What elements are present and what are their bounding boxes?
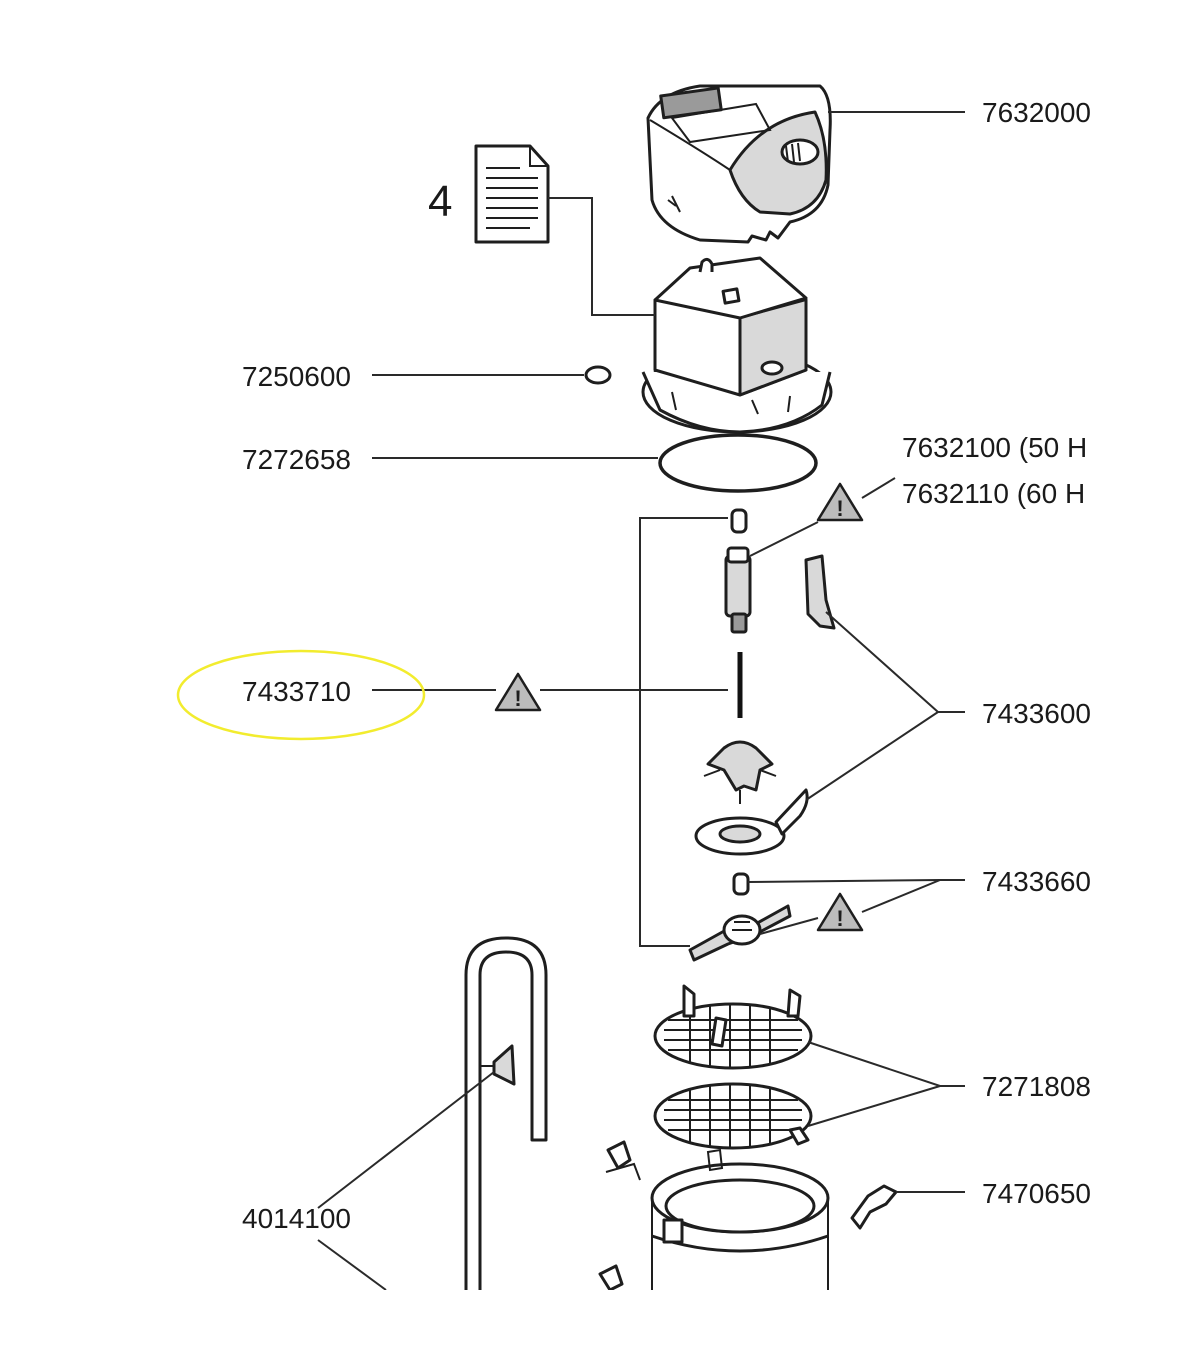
highlight-ellipse xyxy=(176,649,426,741)
part-number-label: 7433710 xyxy=(242,676,351,707)
document-icon xyxy=(474,144,550,244)
part-number-label: 4014100 xyxy=(242,1203,351,1234)
lower-filter-plate-part xyxy=(653,1082,813,1150)
top-cover-part xyxy=(646,84,832,244)
part-number-label: 7433600 xyxy=(982,698,1091,729)
leader-lines xyxy=(317,111,965,1291)
part-number-label: 7433660 xyxy=(982,866,1091,897)
svg-text:!: ! xyxy=(514,686,521,711)
part-number-label: 7632110 (60 H xyxy=(902,478,1085,509)
canister-part xyxy=(650,1148,830,1290)
u-tube-part xyxy=(464,936,548,1290)
svg-text:!: ! xyxy=(836,906,843,931)
manual-number-label: 4 xyxy=(428,177,452,226)
part-number-label: 7632000 xyxy=(982,97,1091,128)
part-number-label: 7632100 (50 H xyxy=(902,432,1087,463)
impeller-part xyxy=(703,740,777,804)
motor-head-part xyxy=(641,256,833,434)
shaft-bearing-top-part xyxy=(730,508,748,534)
upper-filter-plate-part xyxy=(653,984,813,1070)
rotor-part xyxy=(724,546,752,634)
warning-triangle-icon: ! xyxy=(494,672,542,712)
part-number-label: 7271808 xyxy=(982,1071,1091,1102)
impeller-cover-part xyxy=(694,788,809,856)
lower-bearing-part xyxy=(732,872,750,896)
clip-left-lower-part xyxy=(598,1264,624,1292)
clip-left-upper-part xyxy=(605,1140,641,1181)
wedge-part xyxy=(804,554,836,630)
part-number-label: 7272658 xyxy=(242,444,351,475)
warning-triangle-icon: ! xyxy=(816,892,864,932)
part-number-label: 7470650 xyxy=(982,1178,1091,1209)
svg-text:!: ! xyxy=(836,496,843,521)
clip-right-part xyxy=(850,1184,898,1230)
warning-triangle-icon: ! xyxy=(816,482,864,522)
propeller-part xyxy=(688,904,792,962)
head-gasket-part xyxy=(658,433,818,493)
part-number-label: 7250600 xyxy=(242,361,351,392)
small-o-ring-part xyxy=(584,365,612,385)
